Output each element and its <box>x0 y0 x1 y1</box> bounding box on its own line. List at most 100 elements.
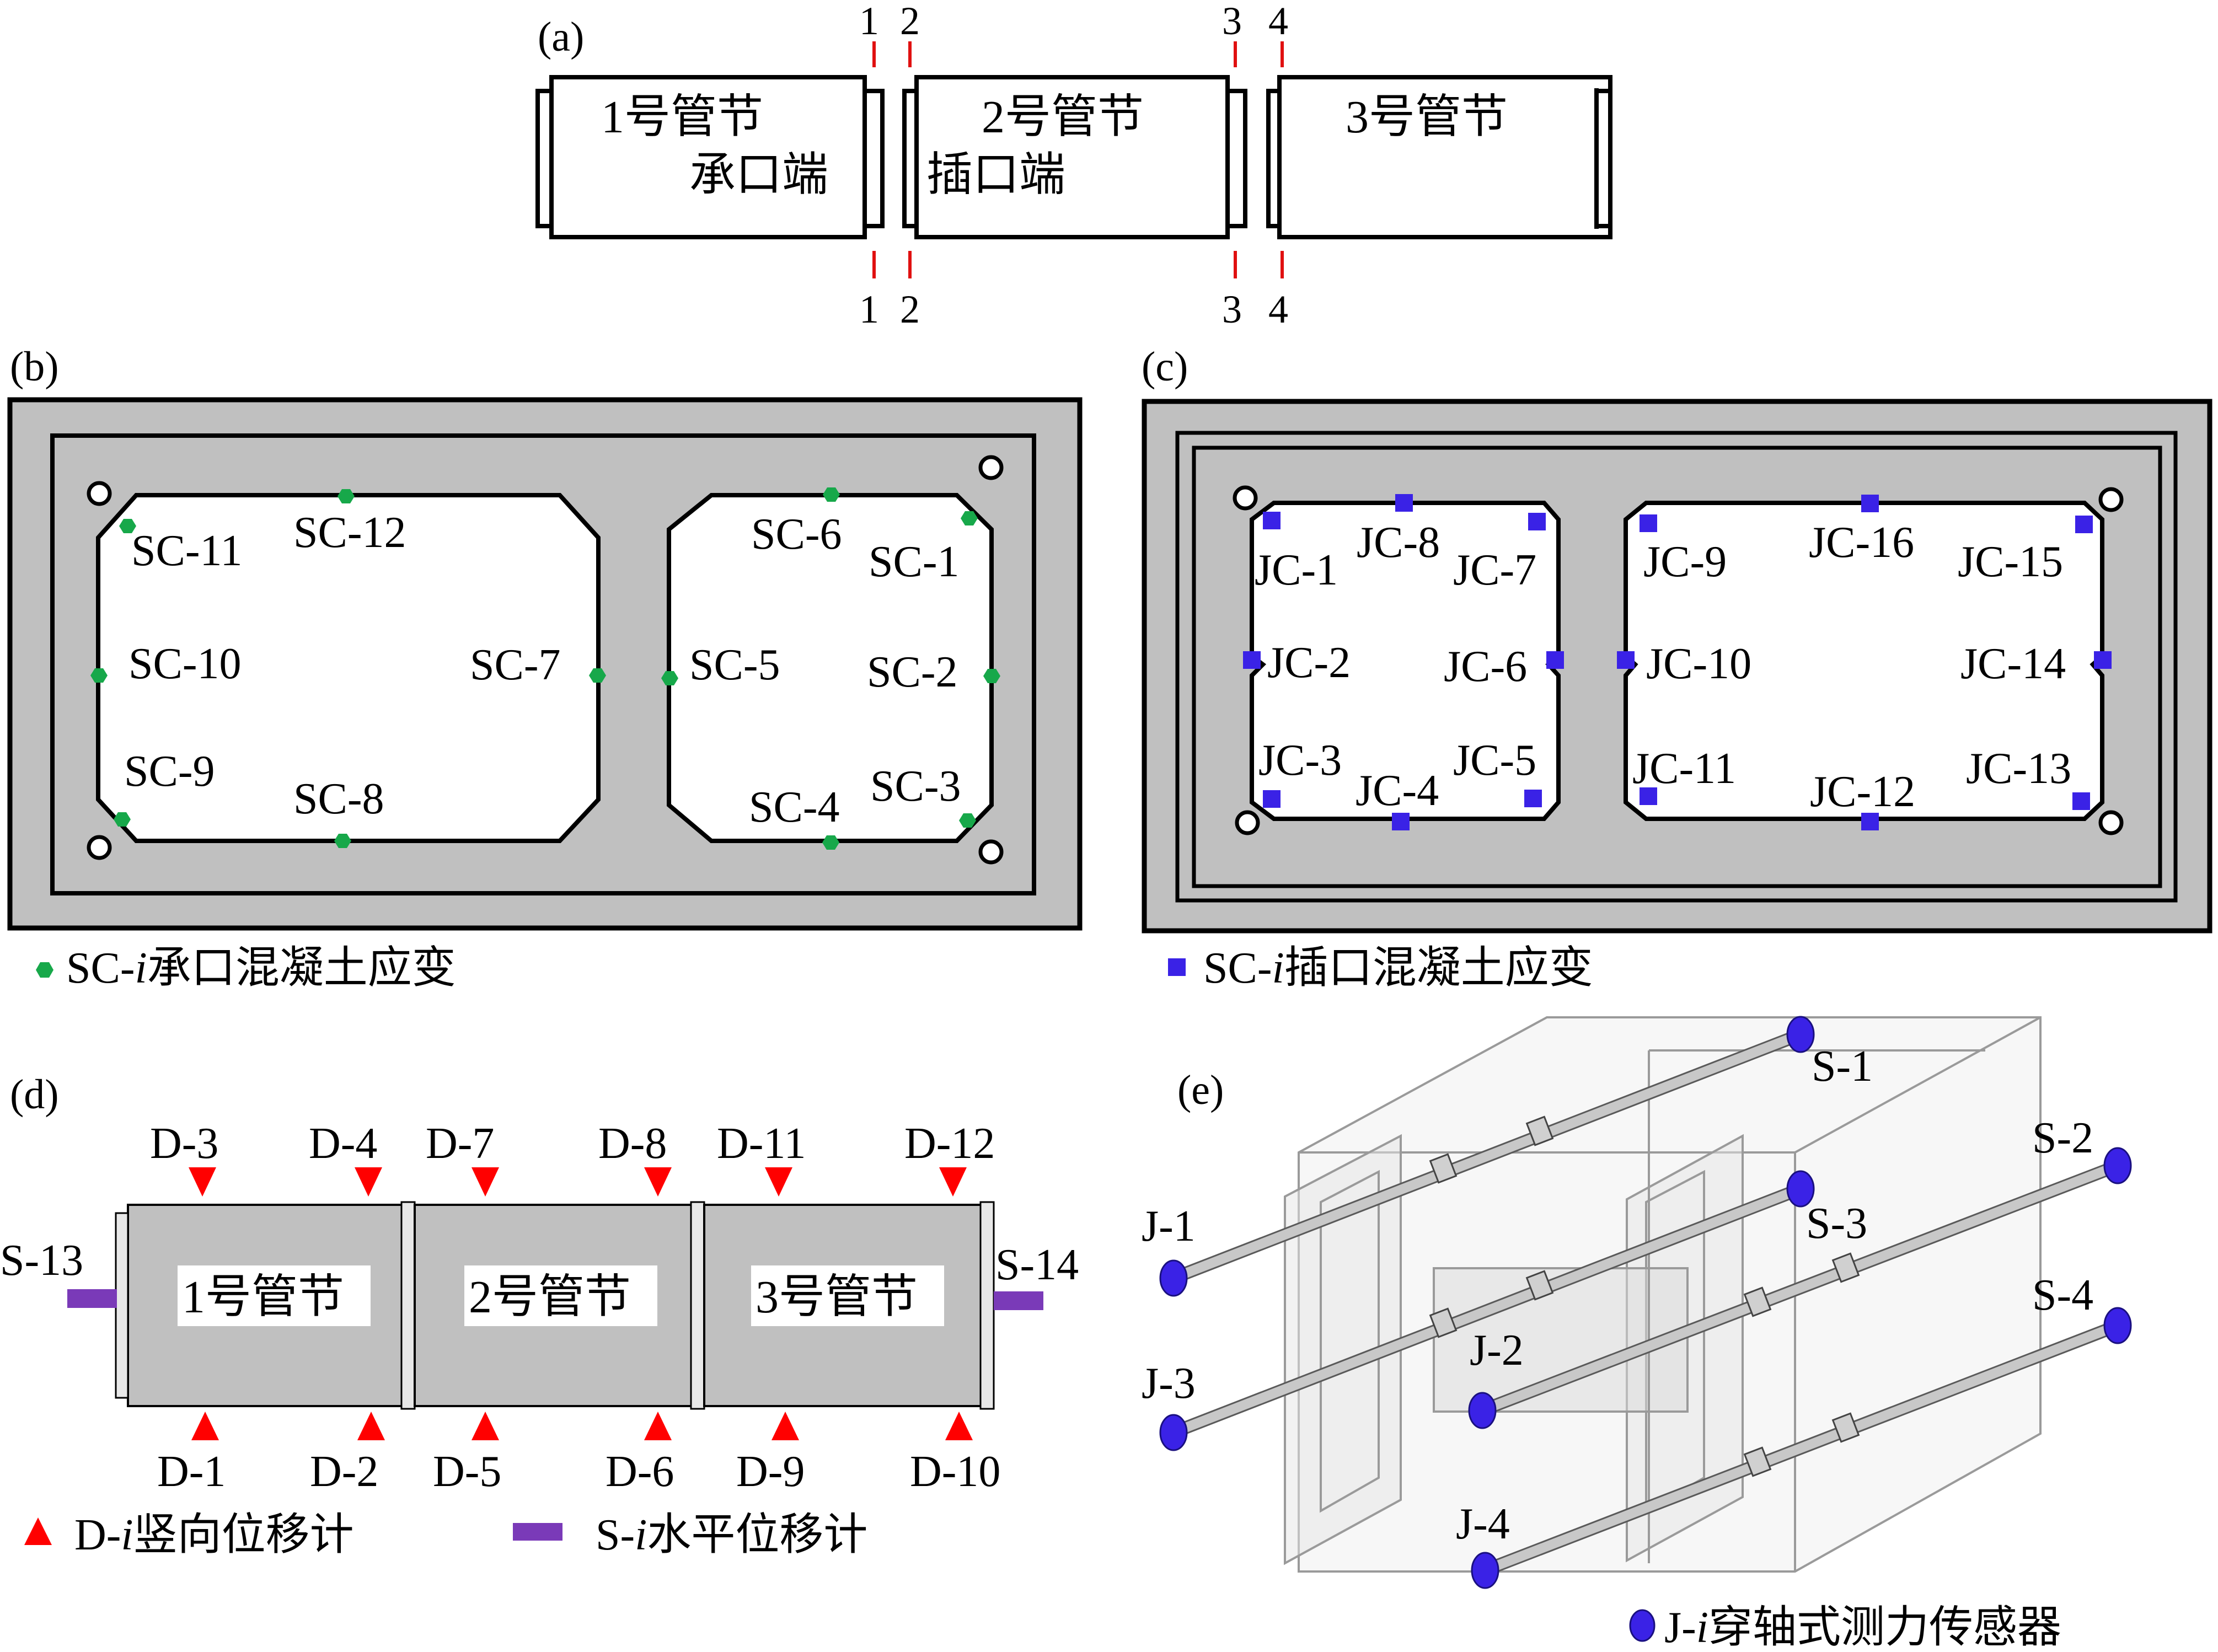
legend-prefix: S- <box>596 1511 635 1559</box>
load-cell-j3 <box>1159 1414 1188 1451</box>
load-cell-j4 <box>1471 1552 1499 1589</box>
sc-label: SC-4 <box>749 783 840 832</box>
section-cut-lines <box>872 41 1284 278</box>
spigot-strain-markers <box>1243 494 2112 830</box>
sensor-label: S-1 <box>1812 1042 1873 1091</box>
d-label-bottom: D-6 <box>606 1447 674 1496</box>
sensor-label: S-2 <box>2032 1114 2093 1162</box>
load-cell-s2 <box>2103 1147 2132 1184</box>
sc-label: SC-6 <box>751 510 842 559</box>
pipe-segment-3 <box>1266 75 1612 239</box>
svg-text:S-i水平位移计: S-i水平位移计 <box>596 1511 867 1559</box>
sc-label: SC-1 <box>869 538 960 586</box>
force-sensor-rods <box>1174 1031 2118 1574</box>
blue-cylinder-icon <box>1629 1609 1656 1642</box>
jc-label: JC-7 <box>1453 546 1536 594</box>
legend-spigot-strain: SC-i插口混凝土应变 <box>1168 944 1593 993</box>
sc-label: SC-11 <box>131 527 243 575</box>
pipe3-collar <box>979 1201 995 1410</box>
load-cell-s4 <box>2103 1307 2132 1344</box>
socket-section-inner-frame <box>50 433 1036 895</box>
svg-text:SC-i插口混凝土应变: SC-i插口混凝土应变 <box>1203 944 1593 993</box>
s13-bar <box>67 1289 117 1308</box>
cut-label-top-1: 1 <box>859 0 879 43</box>
jc-label: JC-16 <box>1809 518 1914 567</box>
panel-d: (d) 1号管节 2号管节 3号管节 S-13 S-14 D-3 D-4 <box>0 1071 1079 1559</box>
load-cell-j1 <box>1159 1259 1188 1297</box>
red-triangle-icon <box>24 1517 52 1545</box>
legend-italic: i <box>121 1511 133 1559</box>
panel-c-tag: (c) <box>1142 344 1188 390</box>
legend-load-cell: J-i穿轴式测力传感器 <box>1629 1603 2061 1652</box>
pipe1-label: 1号管节 <box>601 92 763 143</box>
jc-label: JC-6 <box>1444 642 1527 691</box>
pipe3-label: 3号管节 <box>1346 92 1508 143</box>
spigot-end-label: 插口端 <box>926 149 1065 201</box>
d-label-bottom: D-9 <box>736 1447 805 1496</box>
sensor-label: S-4 <box>2032 1271 2093 1320</box>
spigot-section-frame-2 <box>1192 446 2162 888</box>
s14-label: S-14 <box>995 1241 1079 1289</box>
pipe-assembly-wireframe <box>1284 1016 2042 1573</box>
pipe1-label: 1号管节 <box>182 1272 344 1323</box>
pipe-segment-1 <box>535 75 885 239</box>
pipe2-label-box <box>464 1265 657 1326</box>
svg-text:J-i穿轴式测力传感器: J-i穿轴式测力传感器 <box>1664 1603 2061 1652</box>
sc-label: SC-12 <box>293 508 406 557</box>
load-cell-s3 <box>1786 1170 1815 1208</box>
d-label-top: D-8 <box>598 1119 667 1168</box>
jc-label: JC-14 <box>1960 640 2066 688</box>
jc-label: JC-5 <box>1453 736 1536 785</box>
panel-b-tag: (b) <box>10 344 59 390</box>
jc-label: JC-1 <box>1255 546 1338 594</box>
socket-strain-markers <box>90 487 1000 850</box>
jc-label: JC-12 <box>1810 768 1915 816</box>
legend-prefix: SC- <box>66 944 135 993</box>
legend-socket-strain: SC-i承口混凝土应变 <box>36 944 456 993</box>
jc-label: JC-13 <box>1966 744 2071 793</box>
pipe3-label-box <box>751 1265 944 1326</box>
legend-prefix: D- <box>74 1511 121 1559</box>
cut-label-top-3: 3 <box>1222 0 1242 43</box>
d-label-top: D-12 <box>904 1119 995 1168</box>
cut-label-bottom-2: 2 <box>900 287 920 331</box>
legend-horizontal-meter: S-i水平位移计 <box>513 1511 867 1559</box>
jc-label: JC-10 <box>1646 640 1751 688</box>
panel-d-tag: (d) <box>10 1071 59 1118</box>
sensor-label: J-3 <box>1142 1359 1196 1408</box>
cut-label-top-2: 2 <box>900 0 920 43</box>
panel-b: (b) SC-11 SC-12 SC-10 SC-9 S <box>7 344 1083 993</box>
sc-label: SC-9 <box>124 747 215 796</box>
d-label-top: D-4 <box>309 1119 377 1168</box>
rod-nuts <box>1429 1115 1860 1477</box>
force-sensor-rod-edges <box>1180 1029 2113 1575</box>
legend-italic: i <box>1272 944 1284 993</box>
cut-label-bottom-1: 1 <box>859 287 879 331</box>
bolt-holes-c <box>1233 485 2124 835</box>
cut-label-bottom-3: 3 <box>1222 287 1242 331</box>
jc-label: JC-2 <box>1267 639 1351 687</box>
sc-label: SC-5 <box>689 641 780 689</box>
legend-text: 插口混凝土应变 <box>1284 944 1593 993</box>
d-label-top: D-11 <box>717 1119 806 1168</box>
top-displacement-meters <box>189 1167 967 1197</box>
bolt-holes-b <box>87 455 1004 865</box>
panel-a: (a) <box>535 0 1612 331</box>
legend-prefix: J- <box>1664 1603 1696 1652</box>
pipe2-label: 2号管节 <box>982 92 1144 143</box>
legend-text: 竖向位移计 <box>133 1511 354 1559</box>
legend-text: 穿轴式测力传感器 <box>1708 1603 2061 1652</box>
legend-vertical-meter: D-i竖向位移计 <box>24 1511 354 1559</box>
pipe3-label: 3号管节 <box>756 1272 918 1323</box>
d-label-bottom: D-10 <box>910 1447 1000 1496</box>
sc-label: SC-2 <box>867 648 958 696</box>
panel-e: (e) <box>1142 1016 2132 1652</box>
sensor-label: J-1 <box>1142 1202 1196 1251</box>
panel-e-tag: (e) <box>1177 1067 1224 1113</box>
jc-label: JC-11 <box>1632 744 1736 793</box>
legend-prefix: SC- <box>1203 944 1272 993</box>
cut-label-top-4: 4 <box>1268 0 1288 43</box>
legend-italic: i <box>1696 1603 1708 1652</box>
panel-c: (c) JC-1 <box>1142 344 2212 993</box>
s13-label: S-13 <box>0 1236 83 1285</box>
